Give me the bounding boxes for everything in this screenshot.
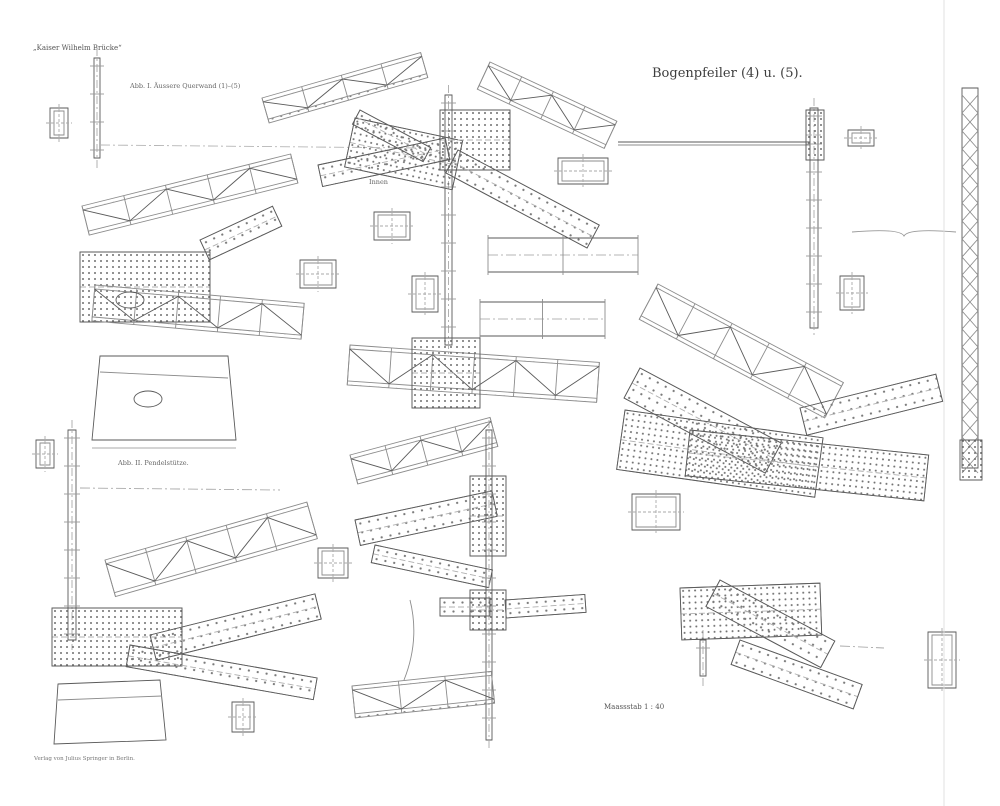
- diagonal-right-mid: [800, 374, 943, 435]
- truss-top-right-1: [477, 62, 617, 148]
- left-column-upper: [90, 48, 104, 168]
- member-lower-left-2: [126, 645, 317, 700]
- diagonal-member-center-1: [446, 150, 599, 248]
- member-lower-center-3: [440, 598, 490, 616]
- section-detail-lower-left: [32, 436, 58, 472]
- label-innen: Innen: [369, 178, 388, 186]
- section-detail-lower-mid: [314, 544, 352, 582]
- publisher-note: Verlag von Julius Springer in Berlin.: [34, 756, 135, 762]
- plan-bracing-2: [480, 299, 605, 339]
- diagonal-lower-right-1: [706, 580, 835, 668]
- section-detail-mid-left: [296, 256, 340, 292]
- truss-top-center-1: [262, 53, 428, 123]
- figure-2-caption: Abb. II. Pendelstütze.: [118, 459, 189, 467]
- member-lower-center-4: [505, 594, 586, 618]
- joint-lower-center: [470, 476, 506, 556]
- truss-upper-left-1: [82, 154, 298, 235]
- member-lower-right-2: [731, 640, 862, 709]
- truss-lower-left-1: [105, 502, 317, 596]
- shoe-plate-lower: [54, 680, 166, 744]
- sheet-title: Bogenpfeiler (4) u. (5).: [652, 66, 803, 81]
- lower-right-column: [696, 630, 710, 686]
- section-detail-lower: [228, 698, 258, 736]
- channel-section-center: [554, 154, 612, 188]
- section-detail-center-2: [408, 272, 442, 316]
- section-detail-center: [370, 208, 414, 244]
- member-lower-left-1: [150, 594, 321, 660]
- plate-member-left-1: [200, 206, 282, 260]
- sheet-header: „Kaiser Wilhelm Brücke“: [33, 44, 122, 52]
- section-detail-upper-left: [46, 104, 72, 142]
- right-column-head: [806, 110, 824, 160]
- truss-bottom-center: [352, 671, 495, 717]
- long-member-right-mid: [685, 430, 928, 501]
- shoe-plate-detail: [92, 356, 236, 448]
- plan-bracing-1: [488, 235, 638, 275]
- truss-upper-left-2: [92, 285, 304, 339]
- scale-note: Maassstab 1 : 40: [604, 703, 665, 711]
- joint-plate-center-lower: [412, 338, 480, 408]
- section-detail-right-2: [836, 272, 868, 314]
- i-section-lower-right: [924, 628, 960, 692]
- truss-lower-center-1: [350, 417, 498, 484]
- truss-right-mid-1: [639, 284, 843, 418]
- section-detail-right-1: [844, 126, 878, 150]
- strut-center-1: [352, 110, 430, 162]
- member-lower-center-2: [371, 545, 492, 588]
- far-right-tower: [960, 88, 982, 480]
- figure-1-caption: Abb. I. Äussere Querwand (1)–(5): [130, 82, 241, 90]
- i-section-right: [628, 490, 684, 534]
